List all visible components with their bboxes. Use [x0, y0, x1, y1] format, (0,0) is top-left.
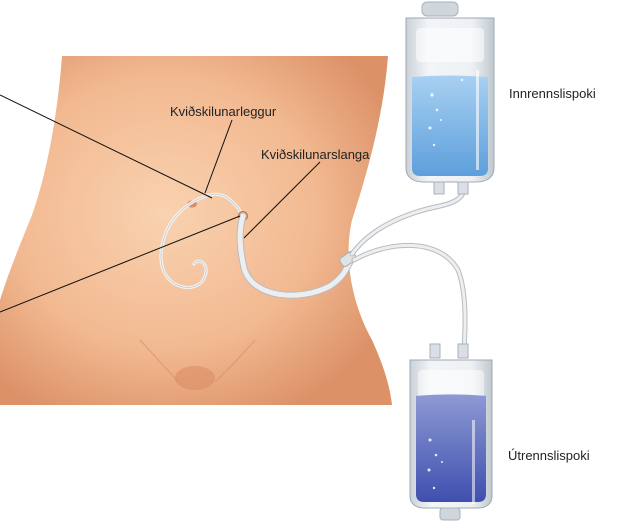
- inflow-bag: [406, 2, 494, 194]
- outflow-line: [354, 245, 465, 348]
- label-catheter: Kviðskilunarleggur: [170, 104, 276, 119]
- label-inflow-bag: Innrennslispoki: [509, 86, 596, 101]
- label-tube: Kviðskilunarslanga: [261, 147, 369, 162]
- groin-shadow: [175, 366, 215, 390]
- outflow-bag: [410, 344, 492, 520]
- outflow-bag-fluid: [416, 394, 486, 502]
- label-outflow-bag: Útrennslispoki: [508, 448, 590, 463]
